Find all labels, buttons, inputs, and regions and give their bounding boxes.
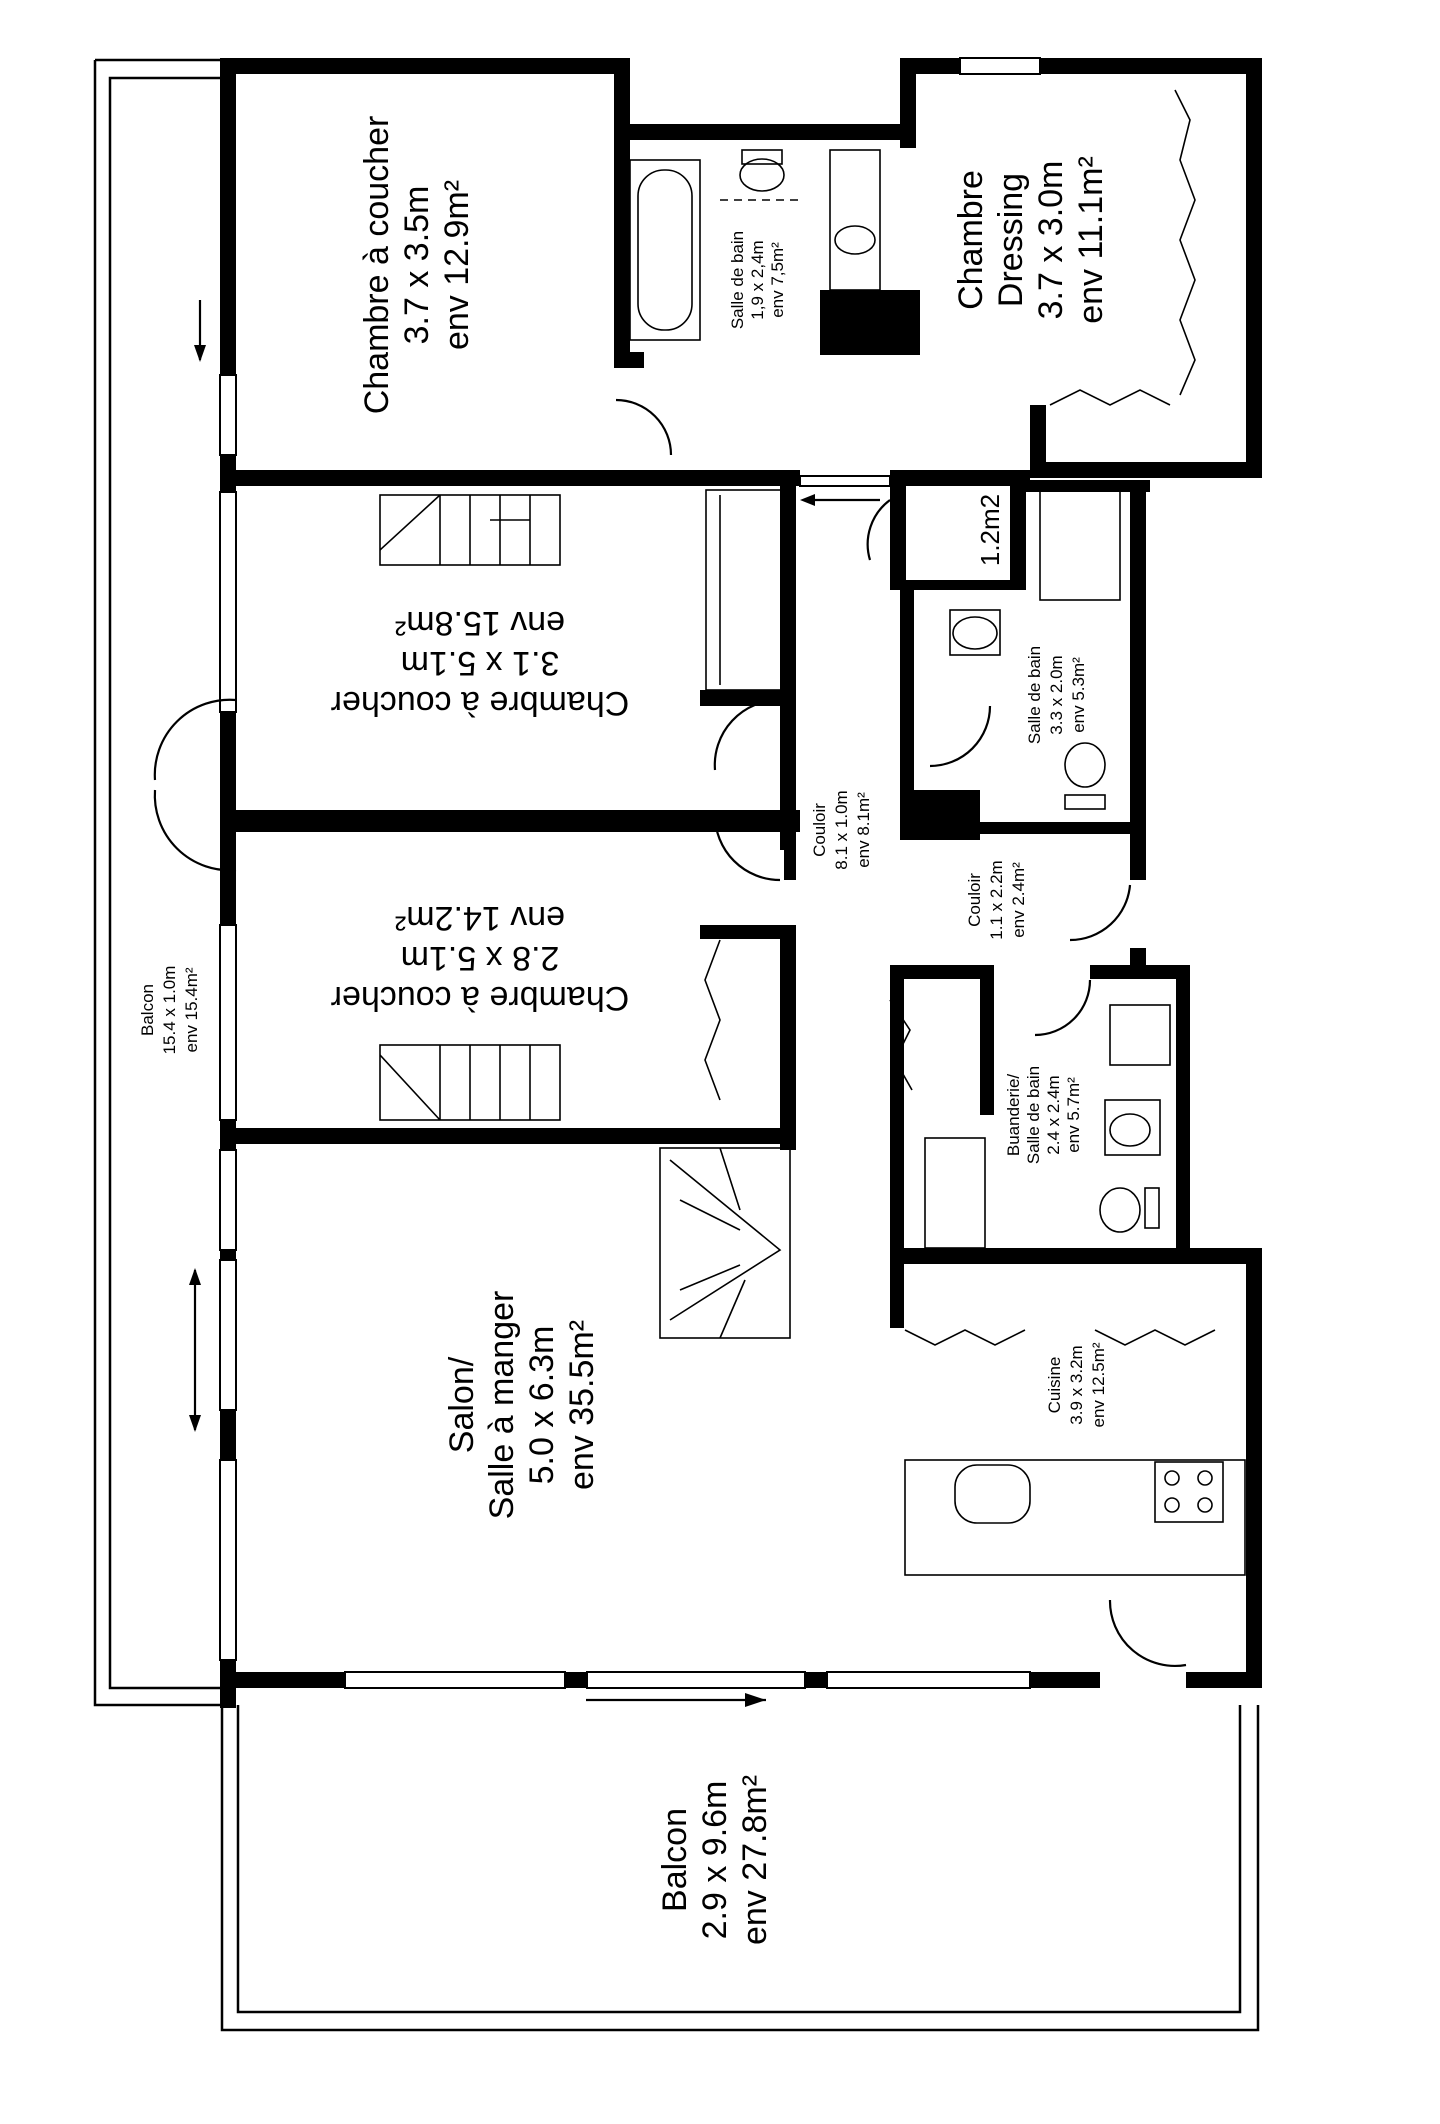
label-sdb-mid: Salle de bain 3.3 x 2.0m env 5.3m² [1025,646,1088,744]
chambre-3-area: env 14.2m² [395,899,565,937]
couloir-main-name: Couloir [810,803,829,857]
cuisine-name: Cuisine [1045,1357,1064,1414]
doors [153,300,1187,1707]
chambre-nw-area: env 12.9m² [438,180,476,350]
sdb-top-area: env 7,5m² [768,242,787,318]
couloir-main-area: env 8.1m² [854,792,873,868]
label-couloir-small: Couloir 1.1 x 2.2m env 2.4m² [965,860,1028,939]
chambre-nw-name: Chambre à coucher [358,116,396,415]
couloir-small-name: Couloir [965,873,984,927]
cuisine-dims: 3.9 x 3.2m [1067,1345,1086,1424]
salon-line1: Salon/ [443,1356,481,1453]
label-buanderie: Buanderie/ Salle de bain 2.4 x 2.4m env … [1004,1066,1083,1164]
salon-dims: 5.0 x 6.3m [523,1326,561,1485]
label-cuisine: Cuisine 3.9 x 3.2m env 12.5m² [1045,1342,1108,1427]
label-chambre-2: Chambre à coucher 3.1 x 5.1m env 15.8m² [331,604,630,722]
salon-line2: Salle à manger [483,1291,521,1520]
balcon-big-name: Balcon [656,1808,694,1912]
windows [219,57,1041,1689]
label-balcon-big: Balcon 2.9 x 9.6m env 27.8m² [656,1775,774,1945]
salon-area: env 35.5m² [563,1320,601,1490]
chambre-3-name: Chambre à coucher [331,979,630,1017]
balcon-long-name: Balcon [138,984,157,1036]
balcon-long-area: env 15.4m² [182,967,201,1052]
sdb-mid-dims: 3.3 x 2.0m [1047,655,1066,734]
buanderie-area: env 5.7m² [1064,1077,1083,1153]
walls [220,58,1262,1708]
sdb-mid-area: env 5.3m² [1069,657,1088,733]
label-dressing: Chambre Dressing 3.7 x 3.0m env 11.1m² [952,156,1110,324]
storage-label: 1.2m2 [975,494,1005,566]
couloir-small-area: env 2.4m² [1009,862,1028,938]
balcony-outlines [93,58,1260,2032]
buanderie-line1: Buanderie/ [1004,1074,1023,1157]
sdb-top-dims: 1,9 x 2,4m [748,240,767,319]
label-chambre-3: Chambre à coucher 2.8 x 5.1m env 14.2m² [331,899,630,1017]
label-sdb-top: Salle de bain 1,9 x 2,4m env 7,5m² [728,231,787,329]
buanderie-line2: Salle de bain [1024,1066,1043,1164]
chambre-2-dims: 3.1 x 5.1m [401,644,560,682]
chambre-2-name: Chambre à coucher [331,684,630,722]
label-chambre-nw: Chambre à coucher 3.7 x 3.5m env 12.9m² [358,116,476,415]
label-storage: 1.2m2 [975,494,1005,566]
fixtures [379,89,1246,1576]
dressing-area: env 11.1m² [1072,156,1110,324]
balcon-long-dims: 15.4 x 1.0m [160,966,179,1055]
dressing-line1: Chambre [952,170,990,310]
label-couloir-main: Couloir 8.1 x 1.0m env 8.1m² [810,790,873,869]
couloir-main-dims: 8.1 x 1.0m [832,790,851,869]
dressing-line2: Dressing [992,173,1030,307]
sdb-mid-name: Salle de bain [1025,646,1044,744]
buanderie-dims: 2.4 x 2.4m [1044,1075,1063,1154]
couloir-small-dims: 1.1 x 2.2m [987,860,1006,939]
sdb-top-name: Salle de bain [728,231,747,329]
cuisine-area: env 12.5m² [1089,1342,1108,1427]
chambre-3-dims: 2.8 x 5.1m [401,939,560,977]
chambre-2-area: env 15.8m² [395,604,565,642]
balcon-big-area: env 27.8m² [736,1775,774,1945]
chambre-nw-dims: 3.7 x 3.5m [398,186,436,345]
label-balcon-long: Balcon 15.4 x 1.0m env 15.4m² [138,966,201,1055]
balcon-big-dims: 2.9 x 9.6m [696,1781,734,1940]
label-salon: Salon/ Salle à manger 5.0 x 6.3m env 35.… [443,1291,601,1520]
dressing-dims: 3.7 x 3.0m [1032,161,1070,320]
